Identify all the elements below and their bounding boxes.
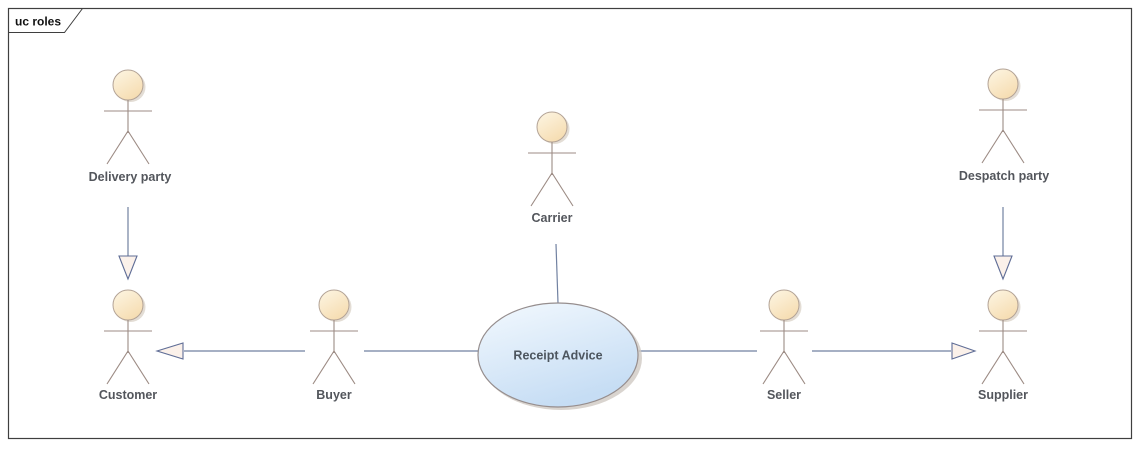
- actor-buyer[interactable]: Buyer: [309, 289, 359, 402]
- left-arrowhead-icon: [155, 342, 184, 360]
- frame-label: uc roles: [15, 15, 61, 29]
- use-case-receipt-advice[interactable]: Receipt Advice: [477, 302, 642, 410]
- connector-line: [555, 243, 559, 304]
- connector-despatch-party-to-supplier[interactable]: [993, 207, 1013, 281]
- actor-label: Supplier: [978, 388, 1028, 402]
- use-case-label: Receipt Advice: [513, 349, 602, 363]
- connector-delivery-party-to-customer[interactable]: [118, 207, 138, 281]
- down-arrowhead-icon: [118, 255, 138, 281]
- actor-label: Customer: [99, 388, 157, 402]
- down-arrowhead-icon: [993, 255, 1013, 281]
- actor-label: Carrier: [532, 211, 573, 225]
- actor-figure: [103, 69, 153, 165]
- actor-label: Seller: [767, 388, 801, 402]
- actor-figure: [309, 289, 359, 385]
- actor-despatch-party[interactable]: Despatch party: [959, 68, 1049, 183]
- actor-figure: [978, 289, 1028, 385]
- connector-seller-to-supplier[interactable]: [812, 342, 977, 360]
- connector-buyer-to-customer[interactable]: [155, 342, 305, 360]
- actor-figure: [527, 111, 577, 207]
- diagram-frame: [7, 7, 1133, 440]
- actor-supplier[interactable]: Supplier: [978, 289, 1028, 402]
- actor-delivery-party[interactable]: Delivery party: [89, 69, 172, 184]
- actor-customer[interactable]: Customer: [99, 289, 157, 402]
- right-arrowhead-icon: [951, 342, 977, 360]
- connector-carrier-to-receipt-advice[interactable]: [555, 243, 559, 304]
- actor-carrier[interactable]: Carrier: [527, 111, 577, 225]
- actor-seller[interactable]: Seller: [759, 289, 809, 402]
- actor-label: Delivery party: [89, 170, 172, 184]
- actor-figure: [103, 289, 153, 385]
- actor-figure: [759, 289, 809, 385]
- actor-label: Buyer: [316, 388, 352, 402]
- use-case-ellipse[interactable]: [477, 302, 639, 408]
- frame-label-tab: [8, 8, 83, 33]
- actor-figure: [978, 68, 1028, 164]
- actor-label: Despatch party: [959, 169, 1049, 183]
